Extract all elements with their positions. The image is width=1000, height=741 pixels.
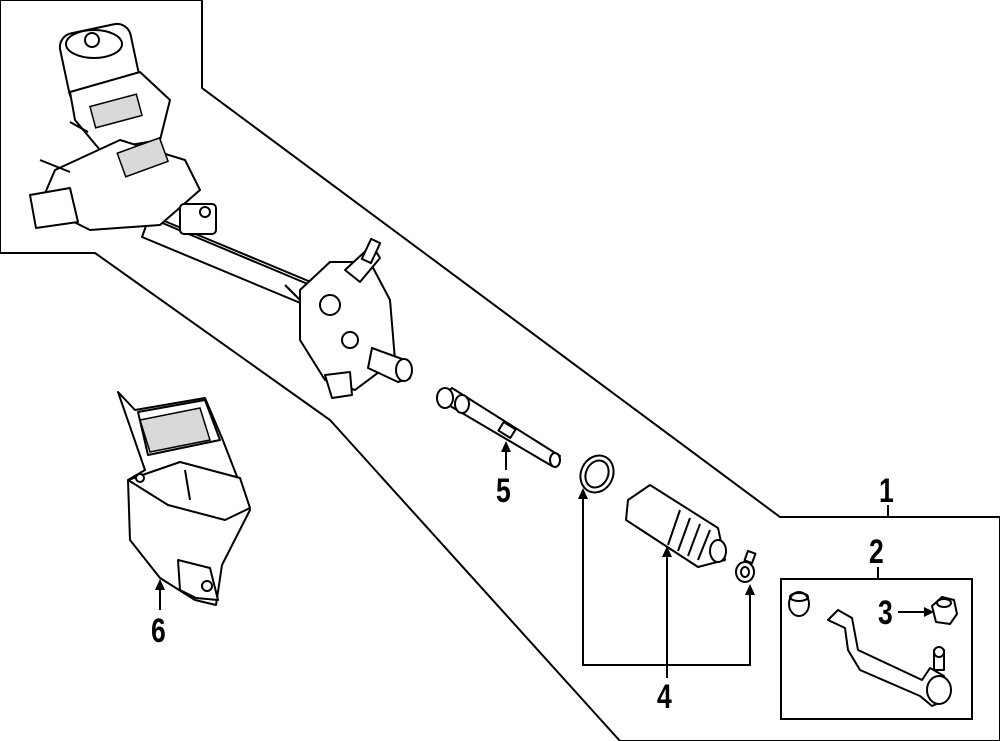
outer-tie-rod-end-icon — [788, 591, 952, 707]
tie-rod-end-box — [780, 578, 973, 720]
heat-shield-icon — [117, 391, 251, 606]
callout-number-4: 4 — [657, 678, 672, 716]
leader-arrow-3 — [924, 607, 934, 617]
callout-number-2: 2 — [869, 533, 884, 571]
callout-number-6: 6 — [151, 612, 166, 650]
steering-gear-assembly-icon — [29, 22, 413, 399]
leader-arrow-4c — [745, 584, 755, 595]
leader-arrow-5 — [501, 441, 511, 452]
tie-rod-nut-icon — [931, 596, 958, 625]
callout-number-1: 1 — [879, 472, 894, 510]
callout-number-3: 3 — [878, 594, 893, 632]
inner-tie-rod-icon — [436, 387, 561, 468]
leader-arrow-4a — [578, 488, 588, 499]
leader-arrow-6 — [155, 579, 165, 590]
callout-number-5: 5 — [496, 472, 511, 510]
rack-boot-kit-icon — [579, 454, 757, 583]
leader-arrow-4b — [662, 546, 672, 557]
